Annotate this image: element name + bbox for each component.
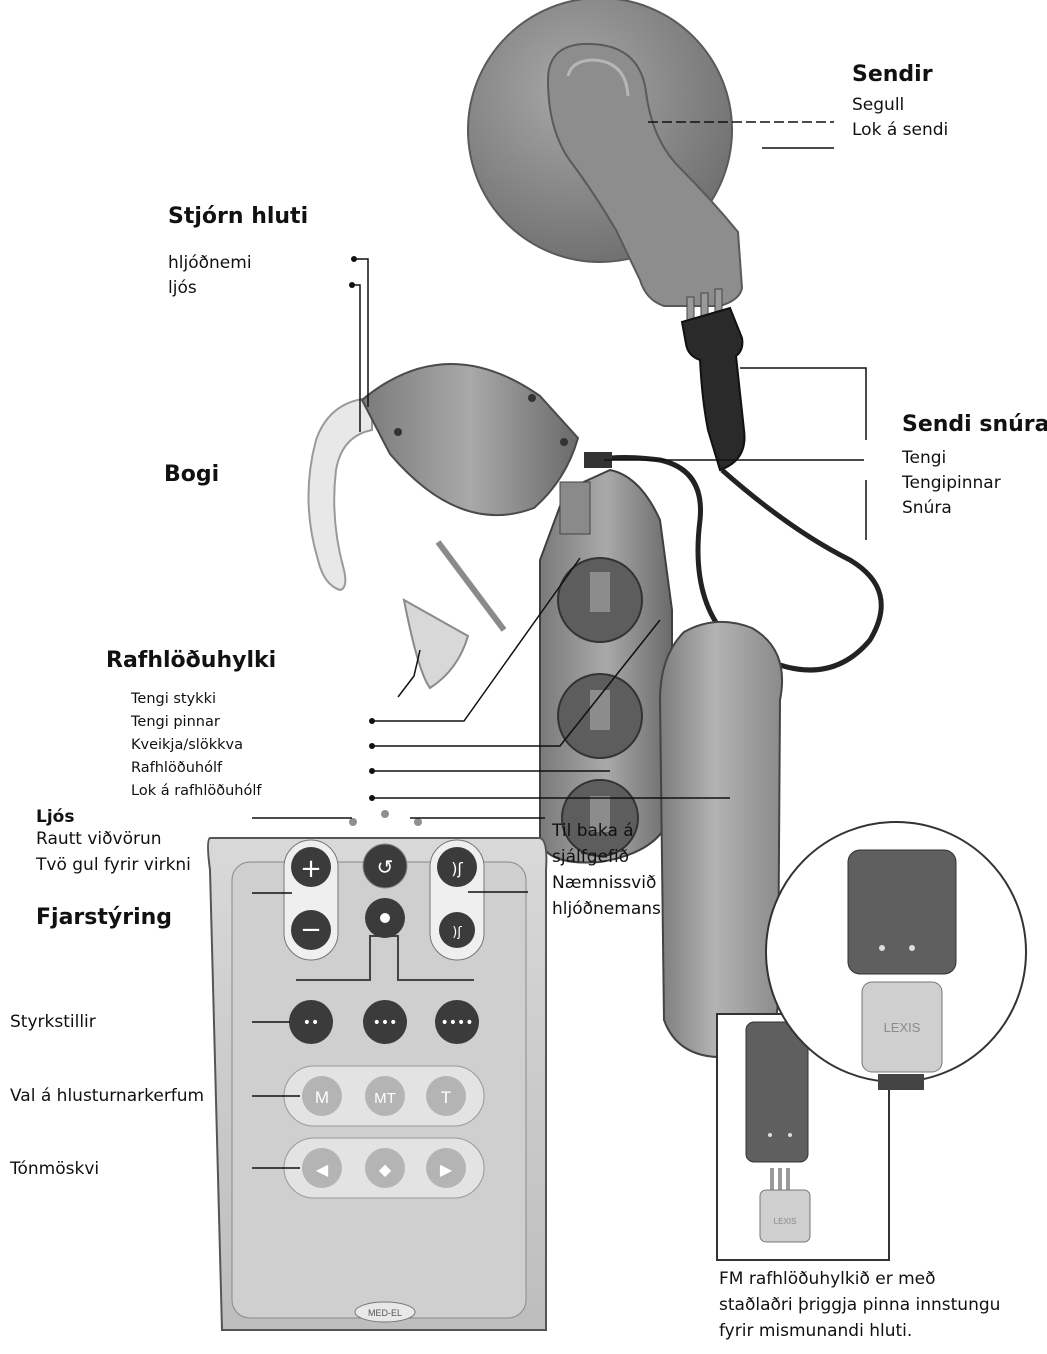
program-label: Val á hlusturnarkerfum (10, 1084, 204, 1109)
svg-text:•••: ••• (373, 1015, 398, 1031)
snura-items: Tengi Tengipinnar Snúra (902, 446, 1001, 521)
back-items: Til baka á sjálfgefið (552, 818, 634, 870)
processor-earhook (308, 364, 578, 590)
svg-text:−: − (300, 915, 322, 945)
t-button-label: T (441, 1088, 451, 1107)
stjorn-items: hljóðnemi ljós (168, 251, 252, 301)
rafhlodu-heading: Rafhlöðuhylki (106, 648, 276, 673)
ljos-item: Tvö gul fyrir virkni (36, 852, 191, 878)
battery-cover (660, 622, 782, 1057)
volume-label: Styrkstillir (10, 1010, 96, 1035)
m-button-label: M (315, 1088, 329, 1107)
ear-icon: )ʃ (451, 859, 463, 878)
sendir-item: Segull (852, 93, 948, 118)
sens-item: hljóðnemans (552, 896, 661, 922)
sendir-items: Segull Lok á sendi (852, 93, 948, 143)
back-item: sjálfgefið (552, 844, 634, 870)
svg-text:••: •• (303, 1015, 320, 1031)
stjorn-item: hljóðnemi (168, 251, 252, 276)
rafhlodu-item: Lok á rafhlöðuhólf (131, 780, 262, 803)
battery-pack (540, 470, 672, 863)
back-item: Til baka á (552, 818, 634, 844)
svg-text:••••: •••• (440, 1015, 473, 1031)
triangle-left-icon: ◀ (316, 1160, 329, 1179)
ljos-item: Rautt viðvörun (36, 826, 191, 852)
undo-icon: ↺ (377, 855, 394, 879)
tone-label: Tónmöskvi (10, 1157, 99, 1182)
snura-item: Tengipinnar (902, 471, 1001, 496)
transmitter-coil (468, 0, 742, 306)
bogi-heading: Bogi (164, 462, 219, 487)
leader-dots (349, 256, 375, 801)
led-red (349, 818, 357, 826)
led-yellow-1 (381, 810, 389, 818)
ear-icon-small: )ʃ (452, 925, 462, 940)
led-yellow-2 (414, 818, 422, 826)
mt-button-label: MT (374, 1090, 396, 1107)
sendir-heading: Sendir (852, 62, 933, 87)
svg-text:LEXIS: LEXIS (774, 1217, 797, 1226)
diamond-icon: ◆ (379, 1160, 392, 1179)
rafhlodu-item: Kveikja/slökkva (131, 734, 262, 757)
fm-caption-line: FM rafhlöðuhylkið er með (719, 1266, 1000, 1292)
remote-control: + − ↺ )ʃ )ʃ •• ••• •••• M MT T (208, 810, 546, 1330)
snura-heading: Sendi snúra (902, 412, 1047, 437)
stjorn-heading: Stjórn hluti (168, 204, 308, 229)
snura-item: Tengi (902, 446, 1001, 471)
snura-item: Snúra (902, 496, 1001, 521)
rafhlodu-item: Tengi pinnar (131, 711, 262, 734)
sens-items: Næmnissvið hljóðnemans (552, 870, 661, 922)
fjarstyring-heading: Fjarstýring (36, 905, 172, 930)
rafhlodu-item: Rafhlöðuhólf (131, 757, 262, 780)
fm-caption: FM rafhlöðuhylkið er með staðlaðri þrigg… (719, 1266, 1000, 1344)
sendir-item: Lok á sendi (852, 118, 948, 143)
connector-piece (404, 542, 504, 688)
sens-item: Næmnissvið (552, 870, 661, 896)
rafhlodu-items: Tengi stykki Tengi pinnar Kveikja/slökkv… (131, 688, 262, 803)
fm-caption-line: fyrir mismunandi hluti. (719, 1318, 1000, 1344)
ljos-items: Rautt viðvörun Tvö gul fyrir virkni (36, 826, 191, 878)
triangle-right-icon: ▶ (440, 1160, 453, 1179)
brand-logo: MED-EL (368, 1308, 402, 1318)
stjorn-item: ljós (168, 276, 252, 301)
rafhlodu-item: Tengi stykki (131, 688, 262, 711)
fm-caption-line: staðlaðri þriggja pinna innstungu (719, 1292, 1000, 1318)
svg-text:+: + (300, 854, 322, 884)
fm-brand: LEXIS (884, 1020, 921, 1035)
